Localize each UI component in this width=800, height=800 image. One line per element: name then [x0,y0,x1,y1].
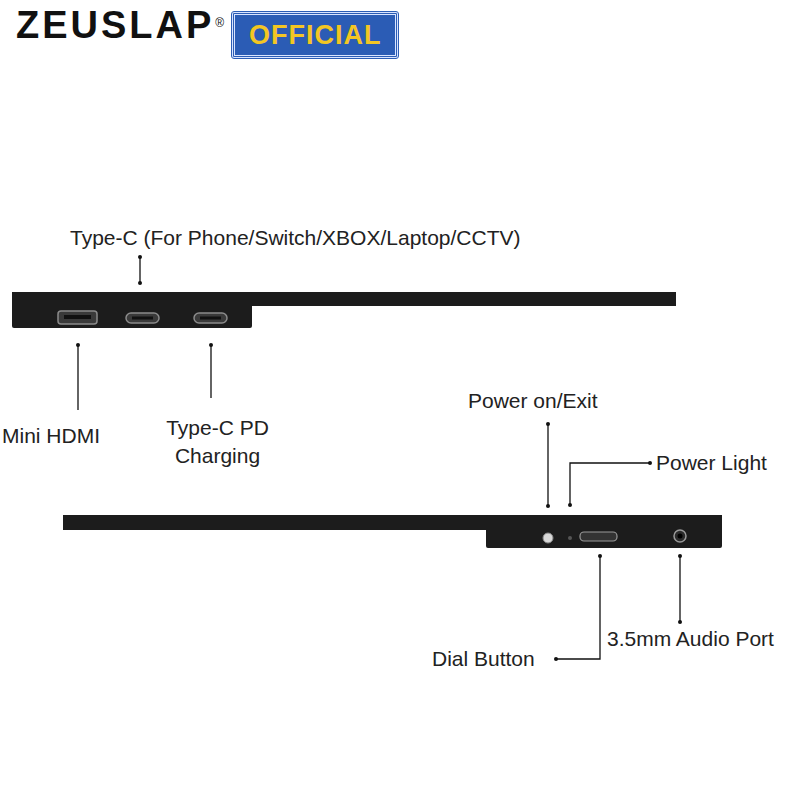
port-label: Mini HDMI [2,423,100,449]
leader-dot [138,255,142,259]
leader-line [139,257,140,283]
leader-dot [546,422,550,426]
leader-dot [76,343,80,347]
control-housing [486,515,722,548]
port-slot [132,317,153,320]
leader-dot [648,461,652,465]
power-button [543,533,553,543]
leader-dot [209,343,213,347]
type-c-port [194,313,227,323]
indicator-label: Power Light [656,450,767,476]
port-label: Type-C PD Charging [155,414,280,470]
leader-line [556,556,600,659]
leader-dot [138,281,142,285]
leader-line [77,345,78,410]
leader-line [570,463,650,505]
leader-line [679,556,680,622]
leader-dot [598,554,602,558]
mini-hdmi-port [58,311,97,324]
leader-dot [546,504,550,508]
audio-jack [674,530,686,542]
brand-logo: ZEUSLAP [16,12,214,38]
button-label: Power on/Exit [468,388,598,414]
port-label: Type-C (For Phone/Switch/XBOX/Laptop/CCT… [70,225,521,251]
leader-line [547,424,548,506]
port-slot [64,315,91,319]
button-label: Dial Button [432,646,535,672]
audio-jack-hole [678,534,683,539]
type-c-port [126,313,159,323]
dial-button [580,532,617,541]
monitor-top-edge [12,292,676,328]
power-light [568,536,572,540]
port-housing [12,292,252,328]
leader-lines [78,257,680,659]
port-slot [200,317,221,320]
leader-dot [568,503,572,507]
registered-mark: ® [215,10,224,36]
port-label: 3.5mm Audio Port [607,626,774,652]
leader-dot [554,657,558,661]
leader-dots [76,255,682,661]
official-badge: OFFICIAL [232,12,398,58]
leader-line [210,345,211,398]
monitor-bottom-edge [63,515,722,548]
badge-text: OFFICIAL [249,19,381,51]
leader-dot [678,554,682,558]
leader-dot [678,620,682,624]
